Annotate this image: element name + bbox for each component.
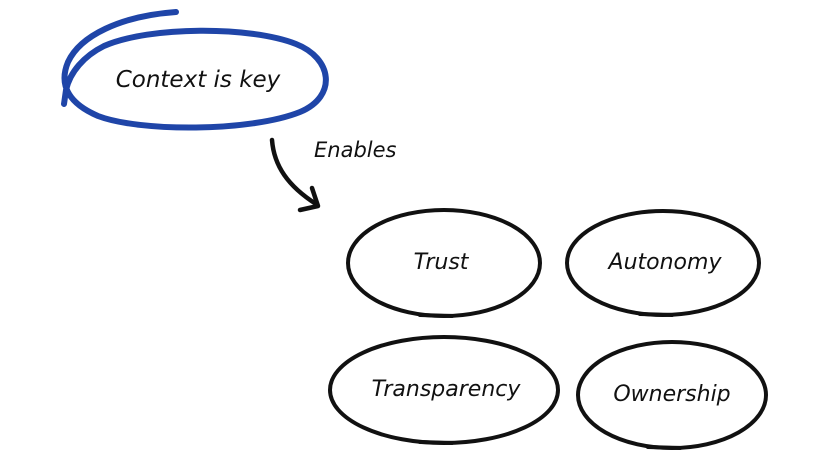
main-node-outline [61, 9, 329, 131]
main-node-label: Context is key [116, 67, 281, 93]
outline-overlap-stroke [418, 313, 454, 318]
outline-overlap-stroke [638, 312, 674, 317]
outcome-node-ownership: Ownership [576, 340, 768, 450]
outline-overlap-stroke [418, 440, 454, 445]
outline-overlap-stroke [646, 445, 682, 450]
outcome-node-transparency: Transparency [328, 335, 560, 445]
connector-label: Enables [314, 138, 397, 162]
outcome-node-autonomy: Autonomy [565, 209, 761, 317]
outcome-node-label: Trust [414, 250, 470, 275]
arrow-shaft [269, 137, 319, 207]
main-node: Context is key [61, 9, 329, 131]
outcome-node-trust: Trust [346, 208, 542, 318]
outcome-node-label: Transparency [372, 377, 522, 402]
outcome-node-label: Ownership [613, 382, 730, 407]
enables-arrow [269, 137, 321, 213]
outcome-node-label: Autonomy [607, 250, 723, 275]
arrow-head [297, 185, 321, 213]
